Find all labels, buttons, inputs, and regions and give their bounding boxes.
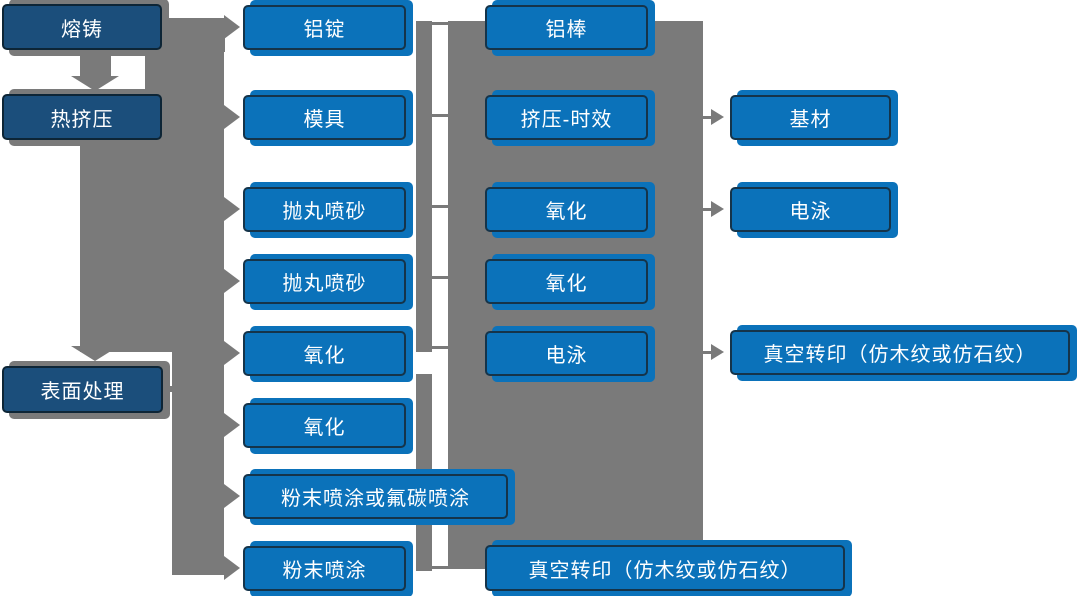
node-extrusion-aging: 挤压-时效 (485, 95, 648, 140)
node-oxidation-c: 氧化 (485, 187, 648, 232)
node-mold: 模具 (243, 95, 406, 140)
connector-mid-bar-lower (416, 374, 432, 571)
node-oxidation-b: 氧化 (243, 403, 406, 448)
flow-arrow-to-vacuum-transfer-b (711, 344, 724, 360)
node-oxidation-a: 氧化 (243, 331, 406, 376)
node-vacuum-transfer-a: 真空转印（仿木纹或仿石纹） (485, 545, 845, 591)
flow-arrow-to-shot-blast-2 (224, 269, 240, 293)
node-hot-extrusion: 热挤压 (2, 94, 162, 140)
flow-arrow-to-electrophoresis-b (711, 201, 724, 217)
connector-mid-bar-upper (416, 21, 432, 352)
stub-to-vacuum-transfer-b (703, 351, 712, 354)
node-surface-treatment: 表面处理 (2, 366, 163, 413)
node-shot-blast-1: 抛丸喷砂 (243, 187, 406, 232)
stub-to-substrate (703, 116, 712, 119)
flow-arrow-to-mold (224, 105, 240, 129)
flow-arrow-to-oxidation-a (224, 341, 240, 365)
flow-arrow-to-substrate (711, 109, 724, 125)
flow-arrow-down-to-surface-treatment (71, 346, 119, 361)
node-al-ingot: 铝锭 (243, 5, 406, 50)
node-shot-blast-2: 抛丸喷砂 (243, 259, 406, 304)
connector-tie-oxidation-d (432, 276, 448, 279)
node-melt-cast: 熔铸 (2, 4, 162, 50)
node-al-rod: 铝棒 (485, 5, 648, 50)
flow-arrow-down-to-hot-extrusion (71, 76, 119, 91)
connector-tie-oxidation-c (432, 205, 448, 208)
flow-arrow-to-oxidation-b (224, 413, 240, 437)
node-powder-or-fluorocarbon: 粉末喷涂或氟碳喷涂 (243, 474, 508, 519)
node-electrophoresis-b: 电泳 (730, 187, 891, 232)
connector-main-vertical-bar (172, 18, 224, 575)
node-powder-coating: 粉末喷涂 (243, 546, 406, 591)
connector-tie-extrusion-aging (432, 114, 448, 117)
flow-arrow-to-powder-fluorocarbon (224, 484, 240, 508)
node-vacuum-transfer-b: 真空转印（仿木纹或仿石纹） (730, 330, 1070, 375)
flow-arrow-to-powder-coating (224, 556, 240, 580)
connector-tie-electrophoresis (432, 346, 448, 349)
stub-to-electrophoresis-b (703, 208, 712, 211)
node-oxidation-d: 氧化 (485, 259, 648, 304)
flow-arrow-to-al-ingot (224, 15, 240, 39)
connector-tie-al-rod (432, 22, 448, 25)
node-substrate: 基材 (730, 95, 891, 140)
flow-arrow-to-shot-blast-1 (224, 197, 240, 221)
connector-surface-treatment-stub (163, 386, 174, 392)
node-electrophoresis-a: 电泳 (485, 331, 648, 376)
